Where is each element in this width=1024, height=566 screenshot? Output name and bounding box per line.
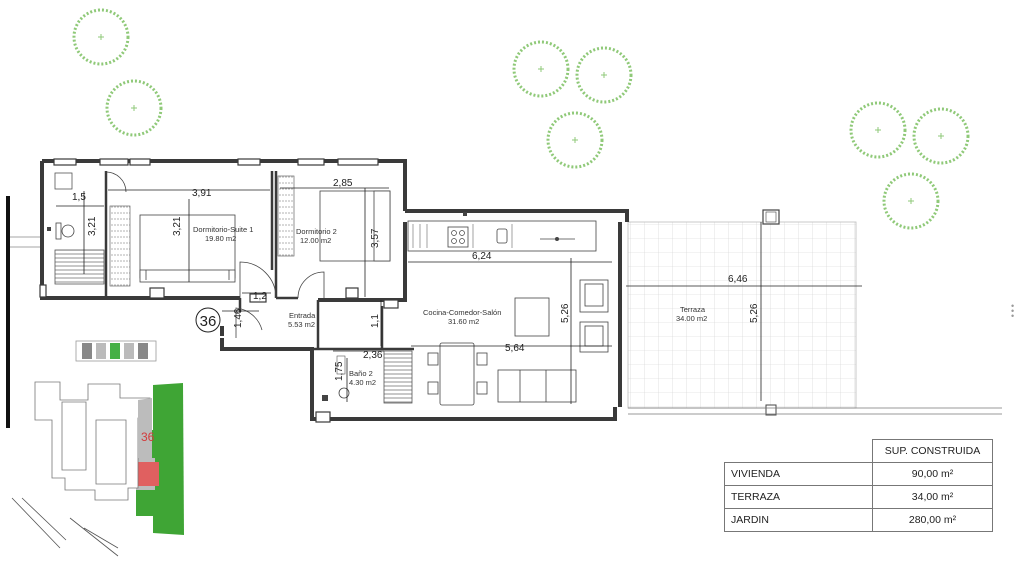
row-value: 280,00 m² [872, 508, 993, 532]
room-name: Dormitorio 2 [296, 227, 337, 236]
parking-strip [75, 340, 157, 362]
dimension-labels: 1,5 3,21 3,91 3,21 2,85 3,57 6,24 6,46 1… [72, 178, 760, 381]
shower-tray-2 [383, 350, 413, 404]
dimension-label: 3,21 [172, 216, 183, 236]
door-swings [104, 171, 325, 338]
room-name: Terraza [680, 305, 706, 314]
area-table: SUP. CONSTRUIDA VIVIENDA 90,00 m² TERRAZ… [724, 439, 993, 532]
dimension-label: 3,91 [192, 188, 212, 199]
kitchen-counter [407, 220, 597, 252]
exterior-walls [40, 159, 629, 421]
tree-icon [849, 101, 907, 159]
dimension-label: 3,21 [87, 216, 98, 236]
room-name: Cocina-Comedor-Salón [423, 308, 501, 317]
dimension-lines [56, 187, 862, 404]
trees [72, 8, 970, 230]
site-unit-number: 36 [141, 430, 155, 444]
stove-icon [447, 226, 469, 248]
tree-icon [882, 172, 940, 230]
room-name: Baño 2 [349, 369, 373, 378]
wardrobe [109, 205, 131, 287]
room-area: 31.60 m2 [448, 317, 479, 326]
table-header: SUP. CONSTRUIDA [872, 439, 993, 463]
room-area: 4.30 m2 [349, 378, 376, 387]
terrace-paving [627, 221, 857, 409]
room-name: Entrada [289, 311, 316, 320]
row-label: JARDIN [724, 508, 873, 532]
tree-icon [105, 79, 163, 137]
dimension-label: 5,64 [505, 343, 525, 354]
dimension-label: 6,24 [472, 251, 492, 262]
dimension-label: 5,26 [749, 303, 760, 323]
table-row: VIVIENDA 90,00 m² [724, 462, 993, 486]
bed-suite [139, 214, 236, 283]
shower-tray [54, 249, 105, 285]
tree-icon [575, 46, 633, 104]
sink-icon [496, 228, 508, 244]
room-area: 12.00 m2 [300, 236, 331, 245]
room-area: 5.53 m2 [288, 320, 315, 329]
table-header-row: SUP. CONSTRUIDA [724, 439, 993, 463]
more-options-icon[interactable]: ••• [1011, 301, 1015, 321]
tree-icon [546, 111, 604, 169]
dimension-label: 2,85 [333, 178, 353, 189]
row-value: 34,00 m² [872, 485, 993, 509]
toilet-icon [55, 222, 75, 240]
dimension-label: 2,36 [363, 350, 383, 361]
unit-number-badge: 36 [195, 307, 221, 333]
highlighted-unit [137, 462, 159, 486]
table-row: TERRAZA 34,00 m² [724, 485, 993, 509]
room-labels: Dormitorio-Suite 1 19.80 m2 Dormitorio 2… [193, 225, 707, 387]
dimension-label: 1,5 [72, 192, 86, 203]
living-furniture [427, 279, 609, 406]
dimension-label: 1,2 [253, 291, 267, 302]
table-row: JARDIN 280,00 m² [724, 508, 993, 532]
windows [39, 158, 399, 423]
dimension-label: 6,46 [728, 274, 748, 285]
row-label: VIVIENDA [724, 462, 873, 486]
site-plan: 36 [11, 381, 184, 557]
dimension-label: 1,46 [233, 308, 244, 328]
dimension-label: 1,75 [334, 361, 345, 381]
boundary-bar [6, 196, 10, 428]
row-value: 90,00 m² [872, 462, 993, 486]
interior-walls [104, 171, 414, 351]
tree-icon [912, 107, 970, 165]
tree-icon [512, 40, 570, 98]
dimension-label: 3,57 [370, 228, 381, 248]
row-label: TERRAZA [724, 485, 873, 509]
wardrobe [277, 175, 295, 257]
bed-2 [319, 190, 391, 262]
dimension-label: 5,26 [560, 303, 571, 323]
dimension-label: 1,1 [370, 314, 381, 328]
tree-icon [72, 8, 130, 66]
room-name: Dormitorio-Suite 1 [193, 225, 253, 234]
room-area: 19.80 m2 [205, 234, 236, 243]
room-area: 34.00 m2 [676, 314, 707, 323]
unit-number: 36 [200, 313, 217, 330]
